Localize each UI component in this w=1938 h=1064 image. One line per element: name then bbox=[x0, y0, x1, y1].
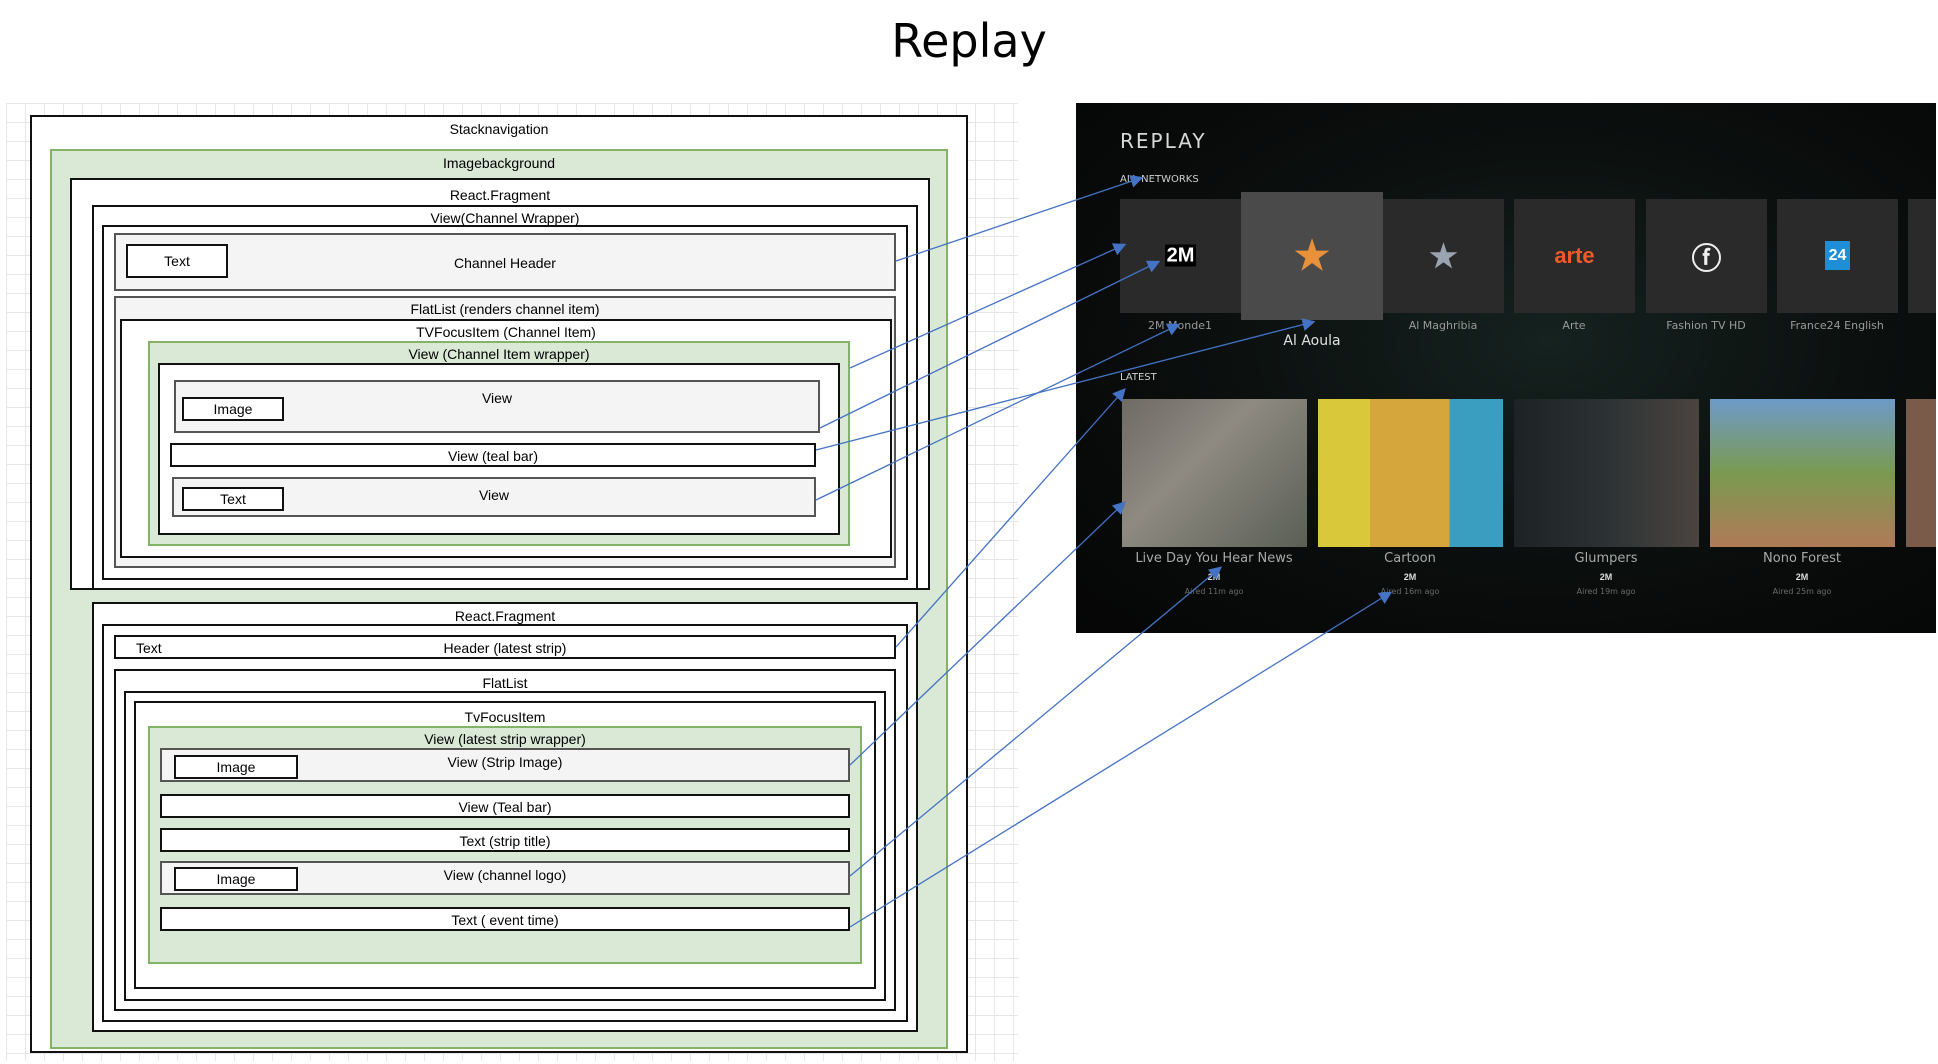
channel-tile-fashion-tv[interactable]: ⓕ bbox=[1646, 199, 1767, 313]
channel-logo-arte-icon: arte bbox=[1554, 243, 1595, 268]
channel-tile-france24[interactable]: 24 bbox=[1777, 199, 1898, 313]
strip-title-4: Nono Forest bbox=[1763, 551, 1841, 566]
latest-strip-wrapper-label: View (latest strip wrapper) bbox=[424, 731, 586, 747]
strip-channel-logo-3-icon: 2M bbox=[1599, 572, 1613, 582]
channel-image-tag: Image bbox=[182, 397, 284, 421]
strip-channel-logo-4-icon: 2M bbox=[1795, 572, 1809, 582]
channel-name-fashion-tv: Fashion TV HD bbox=[1666, 319, 1746, 332]
channel-header-box: Channel Header bbox=[114, 233, 896, 291]
all-networks-label: ALL NETWORKS bbox=[1120, 174, 1199, 185]
channel-logo-fashion-tv-icon: ⓕ bbox=[1691, 243, 1722, 276]
channel-view-label: View bbox=[481, 390, 513, 406]
strip-title-box: Text (strip title) bbox=[160, 828, 850, 852]
strip-title-3: Glumpers bbox=[1574, 551, 1638, 566]
channel-logo-al-aoula-icon: ★ bbox=[1294, 234, 1330, 278]
tvfocusitem-latest-label: TvFocusItem bbox=[464, 709, 546, 725]
fragment2-label: React.Fragment bbox=[454, 608, 556, 624]
channel-logo-france24-icon: 24 bbox=[1824, 241, 1851, 270]
channel-name-france24: France24 English bbox=[1790, 319, 1884, 332]
flatlist-channel-label: FlatList (renders channel item) bbox=[410, 301, 600, 317]
channel-logo-image-tag: Image bbox=[174, 867, 298, 891]
channel-tile-2m[interactable]: 2M bbox=[1120, 199, 1241, 313]
latest-header-text-tag: Text bbox=[136, 640, 162, 656]
tvfocusitem-channel-label: TVFocusItem (Channel Item) bbox=[416, 324, 596, 340]
channel-wrapper-label: View(Channel Wrapper) bbox=[430, 210, 580, 226]
channel-view-text-label: View bbox=[478, 487, 510, 503]
strip-thumb-cartoon[interactable] bbox=[1318, 399, 1503, 547]
strip-thumb-partial[interactable] bbox=[1906, 399, 1936, 547]
strip-time-4: Aired 25m ago bbox=[1772, 587, 1832, 596]
channel-tile-partial[interactable] bbox=[1908, 199, 1936, 313]
replay-tv-screen: REPLAY ALL NETWORKS 2M ★ ★ arte ⓕ 24 2M … bbox=[1076, 103, 1936, 633]
strip-title-1: Live Day You Hear News bbox=[1135, 551, 1293, 566]
channel-logo-label: View (channel logo) bbox=[443, 867, 567, 883]
channel-text-tag: Text bbox=[182, 487, 284, 511]
channel-header-label: Channel Header bbox=[454, 255, 556, 271]
fragment1-label: React.Fragment bbox=[449, 187, 551, 203]
strip-time-3: Aired 19m ago bbox=[1576, 587, 1636, 596]
strip-image-label: View (Strip Image) bbox=[447, 754, 563, 770]
page-title: Replay bbox=[891, 14, 1047, 68]
strip-time-2: Aired 16m ago bbox=[1380, 587, 1440, 596]
channel-logo-2m-icon: 2M bbox=[1164, 244, 1197, 267]
strip-channel-logo-2-icon: 2M bbox=[1403, 572, 1417, 582]
channel-name-2m: 2M Monde1 bbox=[1148, 319, 1212, 332]
channel-item-wrapper-label: View (Channel Item wrapper) bbox=[408, 346, 590, 362]
strip-thumb-nono-forest[interactable] bbox=[1710, 399, 1895, 547]
channel-header-text-tag: Text bbox=[126, 244, 228, 278]
strip-teal-bar-label: View (Teal bar) bbox=[458, 799, 552, 815]
strip-channel-logo-1-icon: 2M bbox=[1207, 572, 1221, 582]
strip-title-2: Cartoon bbox=[1384, 551, 1436, 566]
channel-tile-al-maghribia[interactable]: ★ bbox=[1383, 199, 1504, 313]
latest-header-box: Text Header (latest strip) bbox=[114, 635, 896, 659]
strip-time-1: Aired 11m ago bbox=[1184, 587, 1244, 596]
strip-teal-bar-box: View (Teal bar) bbox=[160, 794, 850, 818]
channel-teal-bar-label: View (teal bar) bbox=[447, 448, 538, 464]
event-time-box: Text ( event time) bbox=[160, 907, 850, 931]
channel-name-arte: Arte bbox=[1562, 319, 1586, 332]
strip-thumb-glumpers[interactable] bbox=[1514, 399, 1699, 547]
channel-name-al-aoula: Al Aoula bbox=[1283, 333, 1341, 349]
image-background-label: Imagebackground bbox=[442, 155, 556, 171]
channel-tile-al-aoula[interactable]: ★ bbox=[1241, 192, 1383, 320]
strip-title-label: Text (strip title) bbox=[459, 833, 551, 849]
channel-logo-al-maghribia-icon: ★ bbox=[1429, 238, 1458, 274]
strip-thumb-news[interactable] bbox=[1122, 399, 1307, 547]
channel-name-al-maghribia: Al Maghribia bbox=[1408, 319, 1478, 332]
event-time-label: Text ( event time) bbox=[451, 912, 559, 928]
latest-header-label: Header (latest strip) bbox=[443, 640, 567, 656]
tv-title: REPLAY bbox=[1120, 129, 1207, 153]
channel-teal-bar-box: View (teal bar) bbox=[170, 443, 816, 467]
latest-label: LATEST bbox=[1120, 372, 1157, 383]
strip-image-tag: Image bbox=[174, 755, 298, 779]
flatlist-latest-label: FlatList bbox=[482, 675, 528, 691]
channel-tile-arte[interactable]: arte bbox=[1514, 199, 1635, 313]
stack-navigation-label: Stacknavigation bbox=[449, 121, 549, 137]
